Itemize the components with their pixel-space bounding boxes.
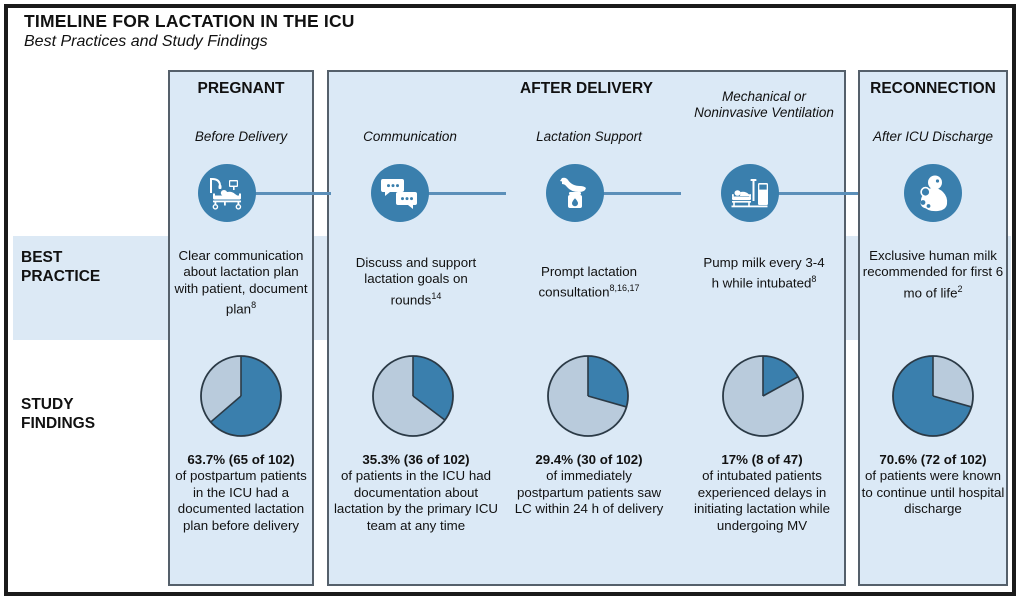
column-sublabel-communication: Communication xyxy=(363,129,457,144)
best-practice-text-ventilation: Pump milk every 3-4 h while intubated8 xyxy=(700,255,828,292)
pie-chart-ventilation xyxy=(721,354,805,438)
best-practice-ref-lactation-support: 8,16,17 xyxy=(609,283,640,294)
best-practice-ref-reconnection: 2 xyxy=(957,283,963,294)
best-practice-body-communication: Discuss and support lactation goals on r… xyxy=(355,255,477,308)
timeline-segment-3 xyxy=(603,192,681,195)
column-sublabel-pregnant: Before Delivery xyxy=(194,129,288,144)
row-label-best-practice-line1: BEST xyxy=(21,249,63,266)
study-finding-reconnection: 70.6% (72 of 102) of patients were known… xyxy=(861,452,1005,518)
timeline-segment-2 xyxy=(428,192,506,195)
study-finding-body-reconnection: of patients were known to continue until… xyxy=(861,468,1005,517)
study-finding-body-ventilation: of intubated patients experienced delays… xyxy=(693,468,830,533)
study-finding-communication: 35.3% (36 of 102) of patients in the ICU… xyxy=(332,452,500,534)
speech-bubbles-icon xyxy=(371,164,429,222)
mother-baby-icon xyxy=(904,164,962,222)
pie-chart-reconnection xyxy=(891,354,975,438)
pie-chart-communication xyxy=(371,354,455,438)
row-label-best-practice: BEST PRACTICE xyxy=(21,248,100,286)
study-finding-lactation-support: 29.4% (30 of 102) of immediately postpar… xyxy=(512,452,666,518)
study-finding-stat-communication: 35.3% (36 of 102) xyxy=(362,452,470,467)
best-practice-body-ventilation: Pump milk every 3-4 h while intubated xyxy=(703,255,825,291)
best-practice-body-reconnection: Exclusive human milk recommended for fir… xyxy=(862,248,1004,301)
best-practice-ref-communication: 14 xyxy=(431,290,442,301)
row-label-best-practice-line2: PRACTICE xyxy=(21,268,101,285)
page-subtitle: Best Practices and Study Findings xyxy=(24,33,268,50)
page-title: TIMELINE FOR LACTATION IN THE ICU xyxy=(24,11,355,31)
pie-chart-lactation-support xyxy=(546,354,630,438)
timeline-segment-1 xyxy=(255,192,331,195)
study-finding-body-pregnant: of postpartum patients in the ICU had a … xyxy=(175,468,307,533)
ventilator-bed-icon xyxy=(721,164,779,222)
stage-panel-pregnant xyxy=(168,70,314,586)
row-label-study-findings: STUDY FINDINGS xyxy=(21,395,95,433)
stage-title-reconnection: RECONNECTION xyxy=(870,80,996,97)
study-finding-stat-reconnection: 70.6% (72 of 102) xyxy=(879,452,987,467)
timeline-segment-4 xyxy=(778,192,858,195)
study-finding-stat-pregnant: 63.7% (65 of 102) xyxy=(187,452,295,467)
best-practice-text-reconnection: Exclusive human milk recommended for fir… xyxy=(861,248,1005,302)
study-finding-stat-lactation-support: 29.4% (30 of 102) xyxy=(535,452,643,467)
study-finding-stat-ventilation: 17% (8 of 47) xyxy=(721,452,803,467)
best-practice-text-lactation-support: Prompt lactation consultation8,16,17 xyxy=(518,264,660,301)
study-finding-body-lactation-support: of immediately postpartum patients saw L… xyxy=(514,468,664,517)
pie-chart-pregnant xyxy=(199,354,283,438)
stage-panel-after-delivery xyxy=(327,70,846,586)
best-practice-body-lactation-support: Prompt lactation consultation xyxy=(538,264,638,300)
study-finding-pregnant: 63.7% (65 of 102) of postpartum patients… xyxy=(169,452,313,534)
column-sublabel-reconnection: After ICU Discharge xyxy=(872,129,994,144)
breast-pump-icon xyxy=(546,164,604,222)
best-practice-ref-pregnant: 8 xyxy=(251,300,257,311)
stage-panel-reconnection xyxy=(858,70,1008,586)
best-practice-body-pregnant: Clear communication about lactation plan… xyxy=(174,248,308,317)
column-sublabel-lactation-support: Lactation Support xyxy=(536,129,642,144)
row-label-study-findings-line1: STUDY xyxy=(21,396,74,413)
stage-title-pregnant: PREGNANT xyxy=(197,80,285,97)
row-label-study-findings-line2: FINDINGS xyxy=(21,415,96,432)
column-sublabel-ventilation: Mechanical or Noninvasive Ventilation xyxy=(694,89,834,120)
study-finding-body-communication: of patients in the ICU had documentation… xyxy=(333,468,499,533)
study-finding-ventilation: 17% (8 of 47) of intubated patients expe… xyxy=(690,452,834,534)
best-practice-text-pregnant: Clear communication about lactation plan… xyxy=(171,248,311,318)
stage-title-after-delivery: AFTER DELIVERY xyxy=(520,80,653,97)
hospital-bed-icon xyxy=(198,164,256,222)
best-practice-ref-ventilation: 8 xyxy=(811,274,817,285)
best-practice-text-communication: Discuss and support lactation goals on r… xyxy=(346,255,486,309)
